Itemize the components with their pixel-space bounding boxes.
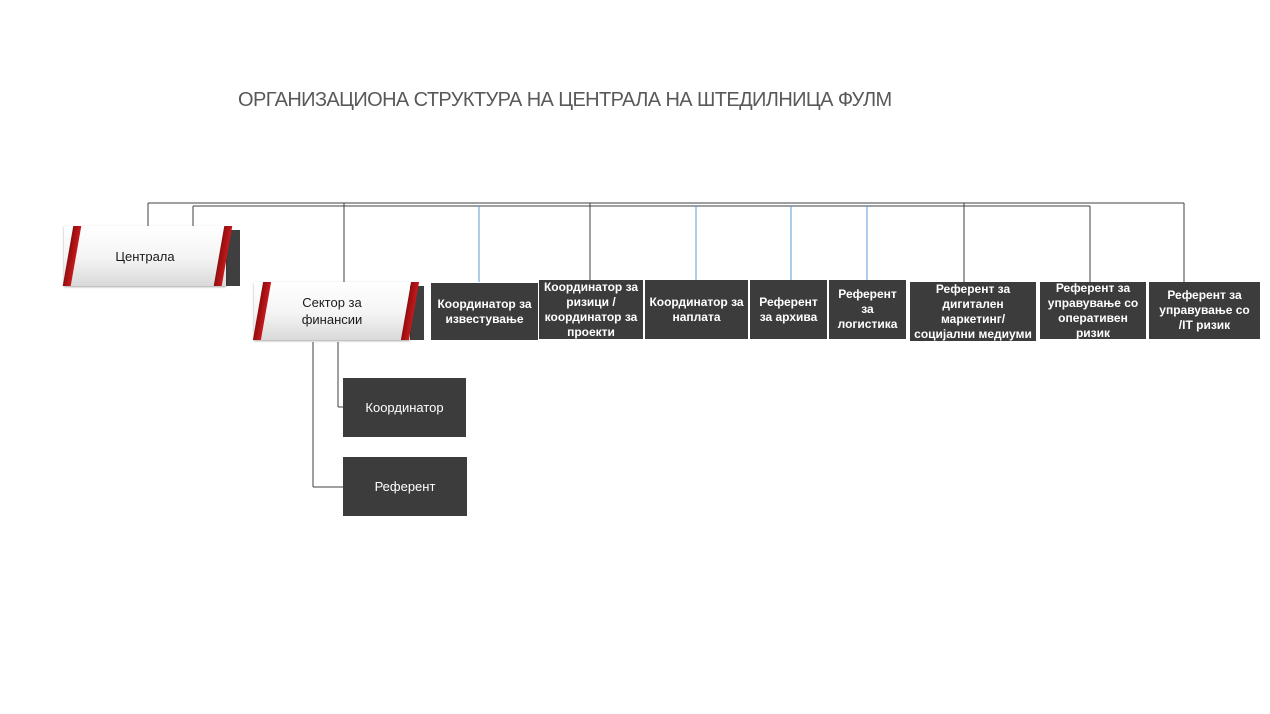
centrala-label: Централа bbox=[115, 248, 175, 264]
position-box-4: Референт за архива bbox=[750, 280, 827, 339]
sub-unit-koordinator: Координатор bbox=[343, 378, 466, 437]
position-label: Координатор за известување bbox=[437, 296, 532, 326]
sektor-label: Сектор за финансии bbox=[301, 295, 363, 327]
position-box-6: Референт за дигитален маркетинг/социјалн… bbox=[910, 282, 1036, 341]
position-label: Референт за дигитален маркетинг/социјалн… bbox=[914, 281, 1032, 341]
sub-unit-label: Координатор bbox=[365, 400, 444, 415]
page-title: ОРГАНИЗАЦИОНА СТРУКТУРА НА ЦЕНТРАЛА НА Ш… bbox=[238, 89, 892, 111]
position-box-7: Референт за управување со оперативен риз… bbox=[1040, 280, 1146, 340]
sub-unit-referent: Референт bbox=[343, 457, 467, 516]
position-label: Референт за логистика bbox=[837, 287, 898, 331]
position-label: Референт за архива bbox=[759, 294, 818, 324]
position-box-1: Координатор за известување bbox=[431, 283, 538, 340]
position-label: Координатор за ризици /координатор за пр… bbox=[543, 279, 639, 339]
centrala-node: Централа bbox=[62, 226, 240, 286]
position-box-5: Референт за логистика bbox=[829, 280, 906, 339]
sub-unit-label: Референт bbox=[374, 479, 436, 494]
position-box-3: Координатор за наплата bbox=[645, 280, 748, 339]
position-label: Референт за управување со /IT ризик bbox=[1159, 288, 1250, 332]
position-box-8: Референт за управување со /IT ризик bbox=[1149, 282, 1260, 339]
position-label: Координатор за наплата bbox=[649, 294, 744, 324]
sektor-node: Сектор за финансии bbox=[252, 282, 424, 340]
position-label: Референт за управување со оперативен риз… bbox=[1047, 280, 1139, 340]
position-box-2: Координатор за ризици /координатор за пр… bbox=[539, 280, 643, 339]
